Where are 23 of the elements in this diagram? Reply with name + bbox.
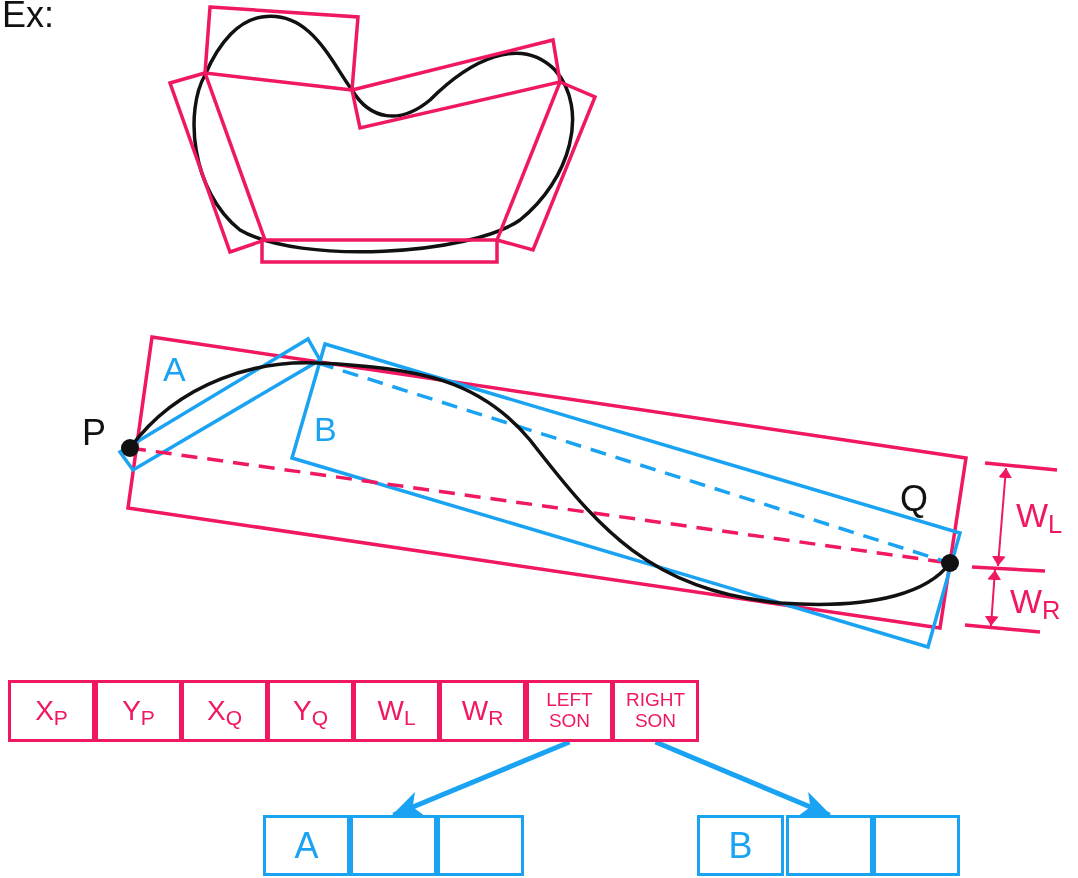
empty-record-field [873, 815, 960, 876]
label: W$_{R}$ [1010, 581, 1061, 623]
record-field: LEFT SON [526, 680, 613, 742]
record-field: RIGHT SON [612, 680, 699, 742]
empty-record-field [437, 815, 524, 876]
record-field: X$_{Q}$ [181, 680, 268, 742]
label: Q [900, 477, 928, 521]
label: Ex: [2, 0, 54, 37]
record-field: Y$_{P}$ [95, 680, 182, 742]
arrow [654, 739, 832, 818]
record-field: B [697, 815, 784, 876]
record-field: Y$_{Q}$ [267, 680, 354, 742]
record-field: X$_{P}$ [8, 680, 95, 742]
label: P [82, 411, 106, 455]
label: W$_{L}$ [1016, 495, 1063, 537]
record-field: W$_{L}$ [353, 680, 440, 742]
empty-record-field [786, 815, 873, 876]
label: A [163, 349, 186, 390]
record-field: A [263, 815, 350, 876]
record-field: W$_{R}$ [439, 680, 526, 742]
label: B [314, 409, 337, 450]
arrow [391, 739, 571, 818]
empty-record-field [350, 815, 437, 876]
